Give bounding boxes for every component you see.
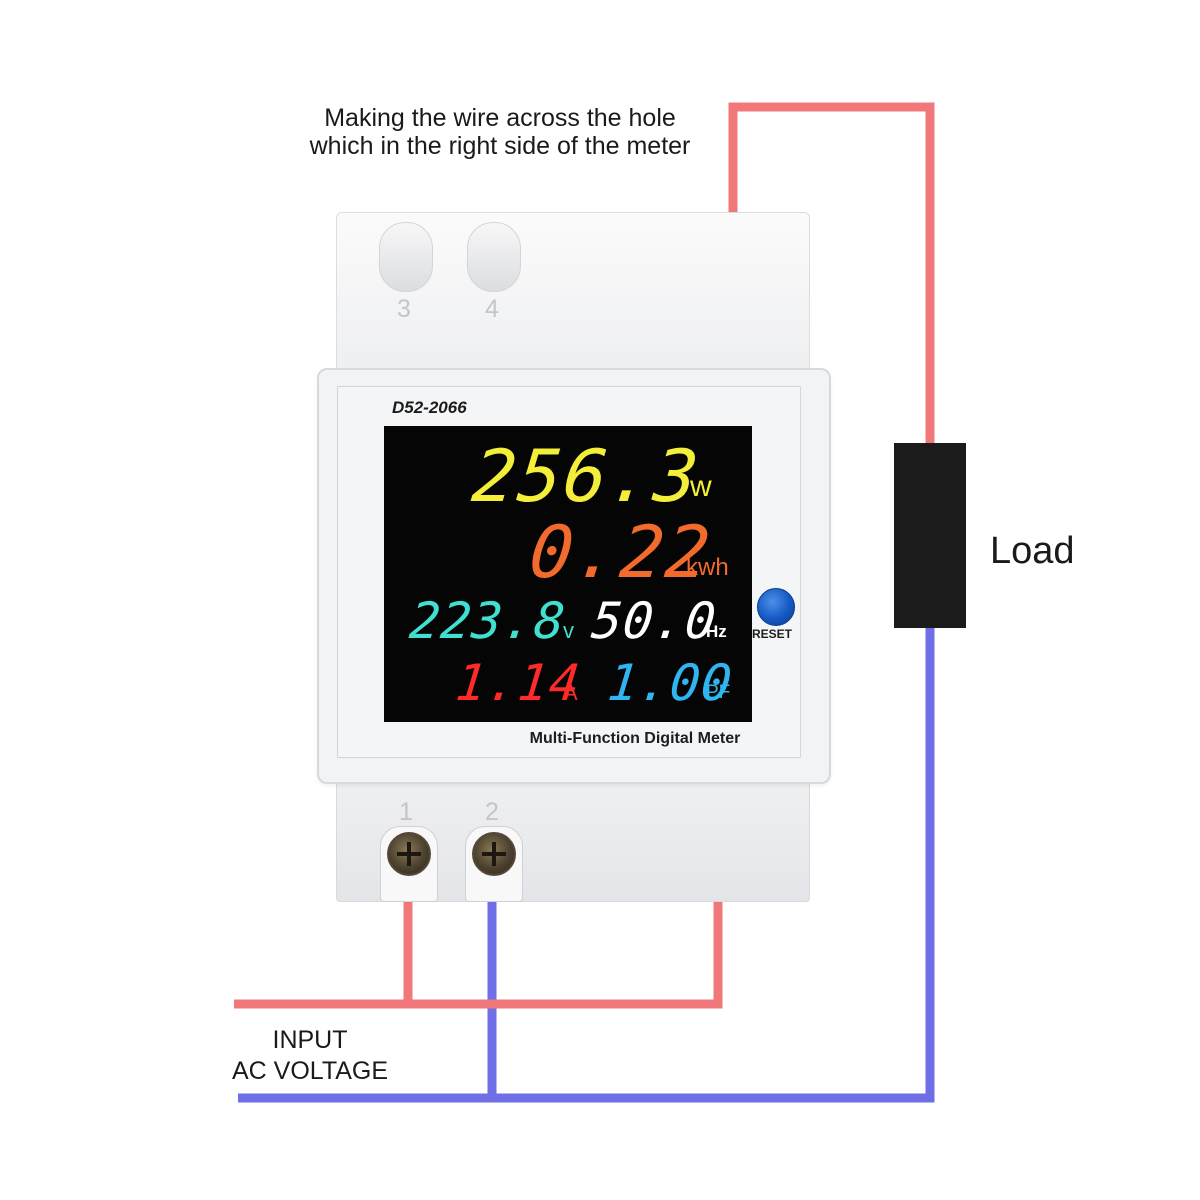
power-reading: 256.3 (468, 434, 705, 518)
voltage-unit: v (563, 618, 574, 643)
terminal-label-2: 2 (485, 798, 499, 826)
load-label: Load (990, 530, 1075, 572)
frequency-reading: 50.0 (588, 592, 720, 650)
meter-panel-name: Multi-Function Digital Meter (529, 730, 741, 747)
reset-button[interactable] (757, 588, 795, 626)
terminal-label-3: 3 (397, 295, 411, 323)
terminal-hole-4 (467, 222, 521, 292)
live-wire-to-load (728, 102, 935, 445)
input-voltage-label: INPUT AC VOLTAGE (225, 1025, 395, 1087)
load-block (894, 443, 966, 628)
instruction-caption: Making the wire across the hole which in… (250, 104, 750, 160)
energy-unit: kwh (686, 554, 729, 581)
terminal-label-1: 1 (399, 798, 413, 826)
input-line-1: INPUT (272, 1026, 348, 1054)
meter-model: D52-2066 (392, 398, 467, 417)
terminal-2-screw-icon (472, 832, 516, 876)
live-wire-input (234, 900, 723, 1009)
neutral-wire-from-load (238, 626, 935, 1103)
terminal-1-screw-icon (387, 832, 431, 876)
terminal-label-4: 4 (485, 295, 499, 323)
current-unit: A (563, 680, 578, 705)
frequency-unit: Hz (706, 622, 727, 641)
voltage-reading: 223.8 (406, 592, 569, 650)
input-line-2: AC VOLTAGE (231, 1057, 389, 1085)
power-factor-unit: PF (706, 682, 731, 703)
lcd-display (384, 426, 752, 722)
terminal-hole-3 (379, 222, 433, 292)
reset-label: RESET (752, 627, 793, 641)
caption-line-2: which in the right side of the meter (309, 132, 691, 160)
caption-line-1: Making the wire across the hole (324, 104, 676, 132)
power-unit: w (690, 470, 712, 503)
